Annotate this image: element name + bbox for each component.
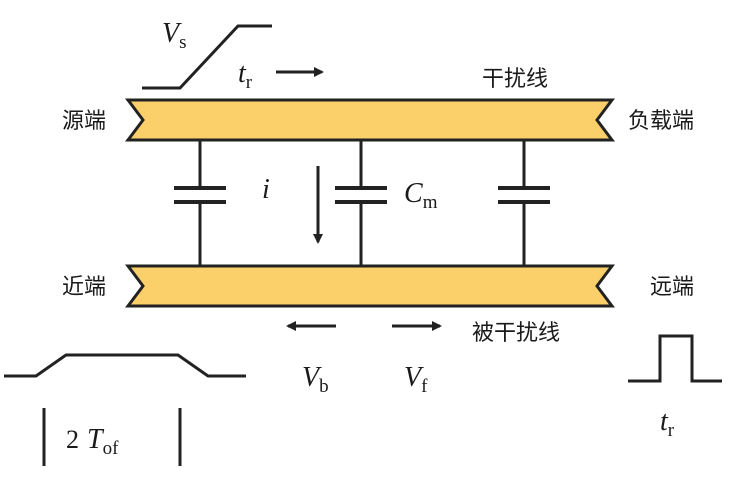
coupling-capacitor-2 — [335, 140, 387, 266]
source-step-waveform — [142, 24, 272, 90]
near-end-label: 近端 — [62, 275, 106, 300]
victim-trace — [125, 264, 615, 308]
coupling-capacitor-3 — [498, 140, 550, 266]
current-label: i — [262, 174, 270, 205]
vb-label: Vb — [302, 362, 329, 397]
far-end-pulse-waveform — [628, 334, 722, 383]
rise-time-label-bottom: tr — [660, 406, 675, 441]
near-end-waveform — [4, 353, 246, 378]
far-end-label: 远端 — [650, 275, 694, 300]
source-end-label: 源端 — [62, 109, 106, 134]
vs-label: Vs — [162, 18, 187, 53]
vf-label: Vf — [404, 362, 428, 397]
victim-line-label: 被干扰线 — [472, 321, 560, 346]
load-end-label: 负载端 — [628, 109, 694, 134]
mutual-capacitance-label: Cm — [404, 178, 438, 213]
coupling-capacitor-1 — [174, 140, 226, 266]
aggressor-trace — [125, 98, 615, 142]
aggressor-line-label: 干扰线 — [482, 67, 548, 92]
rise-time-label-top: tr — [238, 58, 253, 93]
